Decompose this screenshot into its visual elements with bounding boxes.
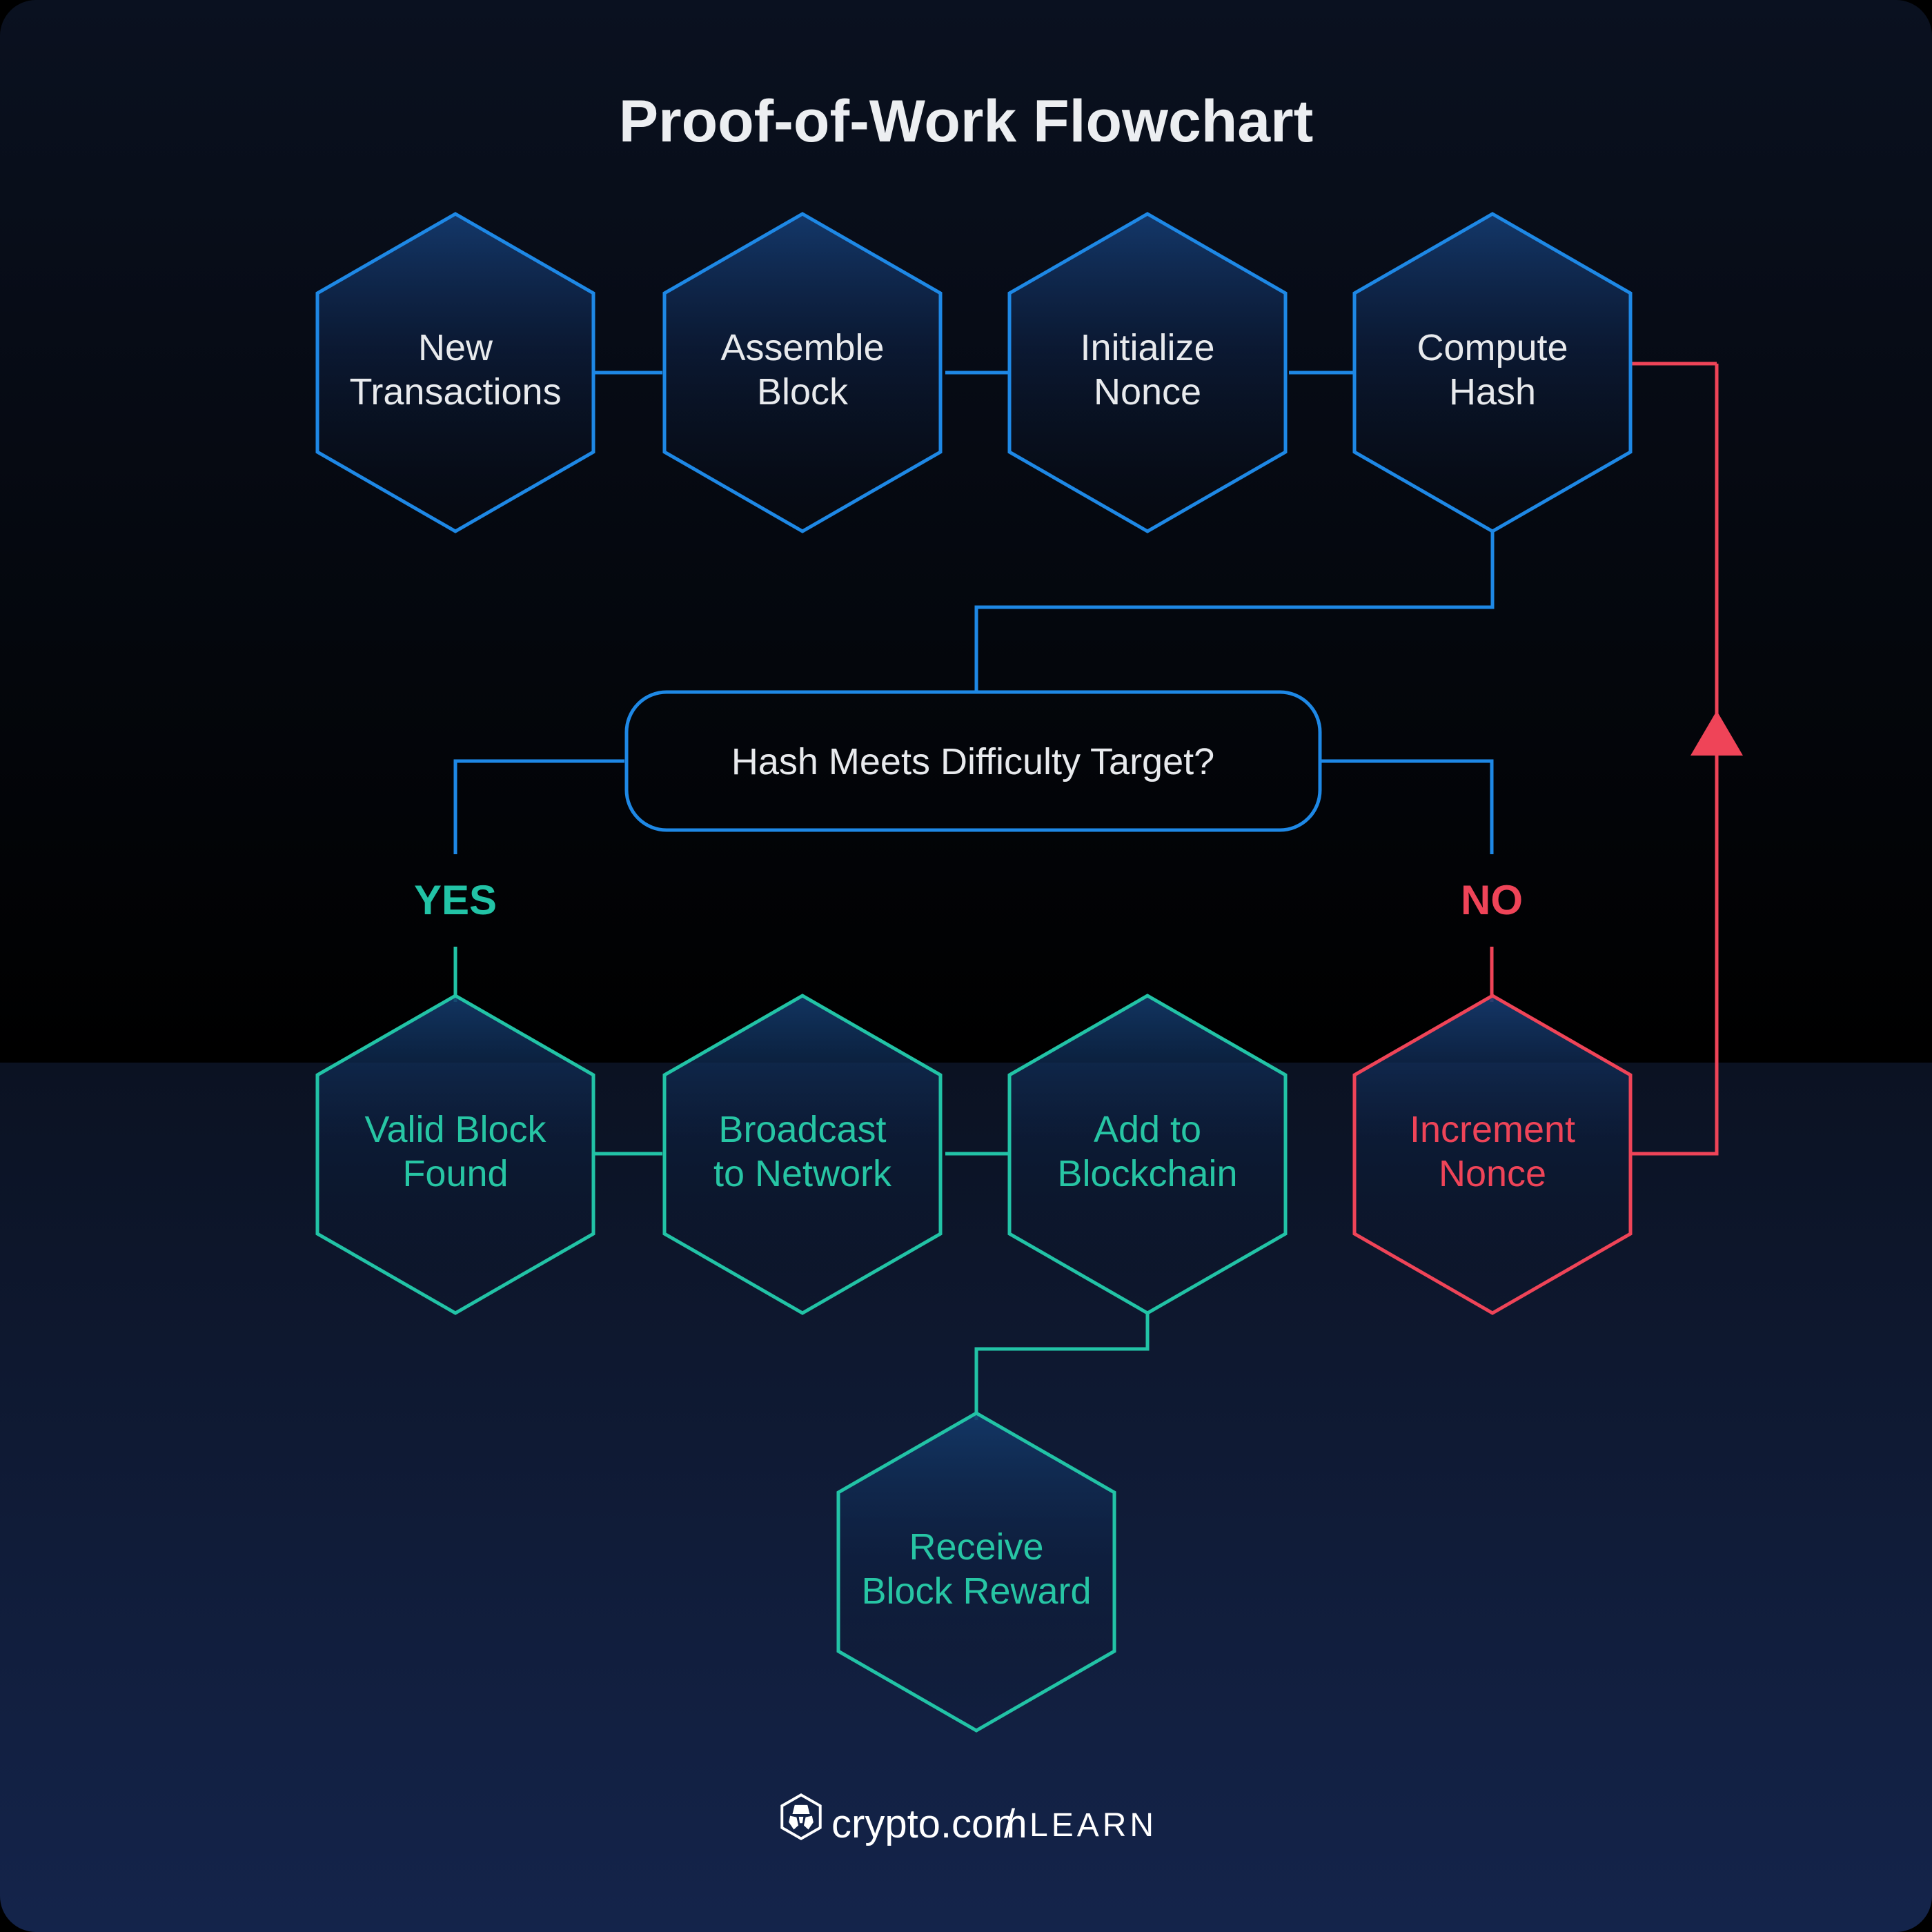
node-initialize-nonce-line2: Nonce — [1094, 371, 1201, 413]
brand-section: LEARN — [1029, 1807, 1157, 1844]
node-broadcast-to-network-line1: Broadcast — [718, 1109, 886, 1150]
node-receive-block-reward-line2: Block Reward — [861, 1570, 1091, 1612]
node-new-transactions-line2: Transactions — [349, 371, 561, 413]
node-increment-nonce-line2: Nonce — [1439, 1153, 1546, 1194]
edge-increment-nonce-to-compute-hash — [1632, 364, 1719, 1156]
branch-label-yes: YES — [414, 877, 497, 923]
node-add-to-blockchain-line2: Blockchain — [1057, 1153, 1237, 1194]
node-decision-hash-meets-difficulty[interactable]: Hash Meets Difficulty Target? — [624, 690, 1322, 832]
node-valid-block-found-line1: Valid Block — [364, 1109, 546, 1150]
edge-add-to-blockchain-to-receive-block-reward — [974, 1311, 1150, 1420]
node-new-transactions-line1: New — [418, 327, 493, 368]
edge-compute-hash-to-decision — [974, 530, 1495, 693]
node-add-to-blockchain[interactable]: Add to Blockchain — [1007, 994, 1288, 1315]
node-assemble-block[interactable]: Assemble Block — [662, 212, 943, 533]
node-increment-nonce-line1: Increment — [1410, 1109, 1575, 1150]
branch-label-no: NO — [1461, 877, 1523, 923]
node-receive-block-reward-line1: Receive — [909, 1526, 1043, 1568]
connectors — [453, 362, 1719, 1420]
node-broadcast-to-network[interactable]: Broadcast to Network — [662, 994, 943, 1315]
node-valid-block-found[interactable]: Valid Block Found — [315, 994, 595, 1315]
brand-name: crypto.com — [831, 1802, 1027, 1846]
node-increment-nonce[interactable]: Increment Nonce — [1352, 994, 1633, 1315]
node-broadcast-to-network-line2: to Network — [713, 1153, 892, 1194]
footer-brand: crypto.com / LEARN — [780, 1793, 1157, 1846]
node-add-to-blockchain-line1: Add to — [1094, 1109, 1201, 1150]
node-compute-hash-line1: Compute — [1417, 327, 1568, 368]
crypto-com-shield-icon — [780, 1793, 822, 1840]
node-valid-block-found-line2: Found — [402, 1153, 508, 1194]
node-receive-block-reward[interactable]: Receive Block Reward — [836, 1411, 1116, 1733]
loop-arrow-up-icon — [1690, 711, 1743, 756]
node-compute-hash[interactable]: Compute Hash — [1352, 212, 1633, 533]
page-title: Proof-of-Work Flowchart — [619, 88, 1313, 155]
decision-label: Hash Meets Difficulty Target? — [731, 741, 1214, 782]
node-initialize-nonce[interactable]: Initialize Nonce — [1007, 212, 1288, 533]
node-initialize-nonce-line1: Initialize — [1080, 327, 1214, 368]
node-assemble-block-line1: Assemble — [720, 327, 884, 368]
node-assemble-block-line2: Block — [757, 371, 849, 413]
node-compute-hash-line2: Hash — [1449, 371, 1536, 413]
node-new-transactions[interactable]: New Transactions — [315, 212, 595, 533]
brand-separator: / — [1004, 1802, 1016, 1846]
edge-decision-yes-branch — [453, 759, 624, 854]
edge-decision-no-branch — [1319, 759, 1494, 854]
